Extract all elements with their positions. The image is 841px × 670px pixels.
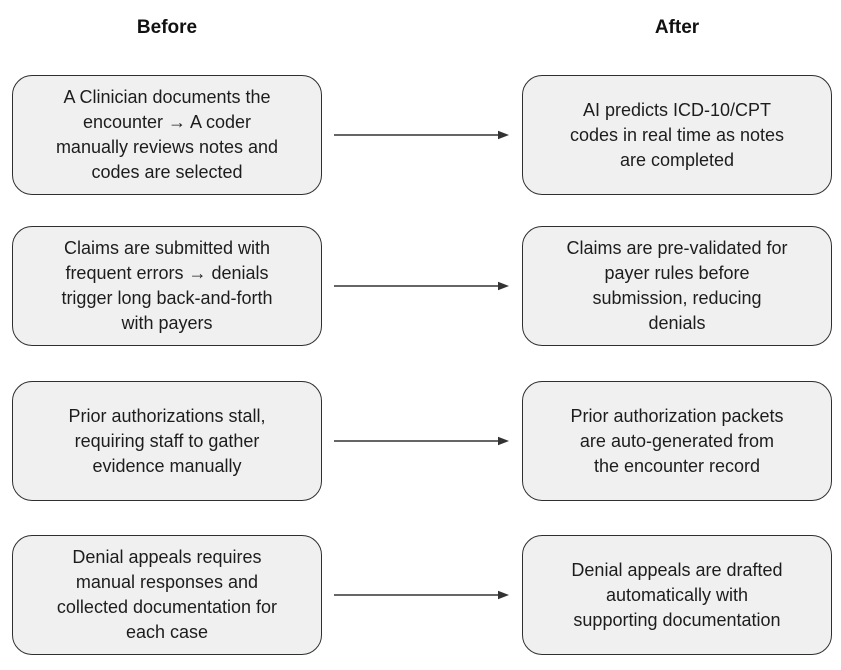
after-box-3-text: Prior authorization packets are auto-gen…	[570, 405, 784, 476]
after-box-2: Claims are pre-validated for payer rules…	[522, 226, 832, 346]
before-box-2-text: Claims are submitted with frequent error…	[61, 238, 273, 333]
before-box-1-text: A Clinician documents the encounter → A …	[55, 87, 279, 182]
before-box-3: Prior authorizations stall, requiring st…	[12, 381, 322, 501]
diagram-row: Prior authorizations stall, requiring st…	[0, 381, 841, 501]
after-box-1-text: AI predicts ICD-10/CPT codes in real tim…	[569, 99, 785, 170]
after-box-1: AI predicts ICD-10/CPT codes in real tim…	[522, 75, 832, 195]
after-box-4: Denial appeals are drafted automatically…	[522, 535, 832, 655]
before-box-2: Claims are submitted with frequent error…	[12, 226, 322, 346]
after-box-2-text: Claims are pre-validated for payer rules…	[566, 238, 788, 333]
before-box-4: Denial appeals requires manual responses…	[12, 535, 322, 655]
before-box-3-text: Prior authorizations stall, requiring st…	[68, 405, 266, 476]
after-box-4-text: Denial appeals are drafted automatically…	[571, 559, 783, 630]
right-arrow-icon	[330, 226, 514, 346]
diagram-row: Claims are submitted with frequent error…	[0, 226, 841, 346]
right-arrow-icon	[330, 75, 514, 195]
after-box-3: Prior authorization packets are auto-gen…	[522, 381, 832, 501]
before-box-1: A Clinician documents the encounter → A …	[12, 75, 322, 195]
right-arrow-icon	[330, 535, 514, 655]
column-header-after: After	[654, 17, 700, 38]
column-header-before: Before	[136, 17, 198, 38]
before-box-4-text: Denial appeals requires manual responses…	[56, 547, 278, 642]
diagram-row: Denial appeals requires manual responses…	[0, 535, 841, 655]
right-arrow-icon	[330, 381, 514, 501]
diagram-row: A Clinician documents the encounter → A …	[0, 75, 841, 195]
